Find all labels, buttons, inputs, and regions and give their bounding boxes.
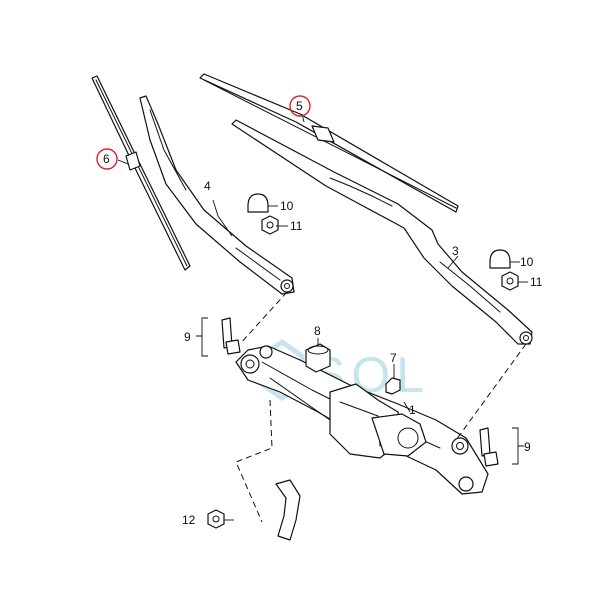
- wiper-arm-right: [231, 119, 533, 345]
- callout-10-right: 10: [520, 255, 534, 269]
- wiper-linkage-motor: [235, 345, 489, 495]
- bracket: [275, 479, 301, 541]
- grommet: [385, 377, 401, 395]
- callout-4: 4: [204, 179, 211, 193]
- callout-5-highlight: [289, 95, 311, 117]
- callout-10-left: 10: [280, 199, 294, 213]
- bushing: [305, 343, 331, 373]
- mounting-bolt-left: [221, 317, 241, 355]
- hex-nut: [207, 509, 225, 529]
- callout-12: 12: [182, 513, 196, 527]
- callout-9-right: 9: [524, 440, 531, 454]
- wiper-blade-left: [91, 75, 191, 271]
- callout-11-left: 11: [290, 219, 303, 233]
- callout-11-right: 11: [530, 275, 543, 289]
- arm-cap-left: [247, 193, 269, 213]
- assembly-guide-lines: [235, 291, 527, 523]
- callout-9-left: 9: [184, 330, 191, 344]
- callout-6-highlight: [96, 148, 118, 170]
- mounting-bolt-right: [479, 427, 499, 467]
- callout-5: 5: [296, 99, 303, 113]
- arm-nut-left: [261, 215, 279, 235]
- wiper-arm-left: [139, 95, 295, 295]
- callout-3: 3: [452, 244, 459, 258]
- callout-labels: 1 3 4 5 6 7 8 9 9 10 10 11 11 12: [96, 95, 543, 527]
- arm-cap-right: [489, 249, 511, 269]
- arm-nut-right: [501, 271, 519, 291]
- callout-8: 8: [314, 324, 321, 338]
- wiper-blade-right: [199, 73, 459, 213]
- callout-1: 1: [409, 403, 416, 417]
- callout-7: 7: [390, 351, 397, 365]
- callout-6: 6: [103, 152, 110, 166]
